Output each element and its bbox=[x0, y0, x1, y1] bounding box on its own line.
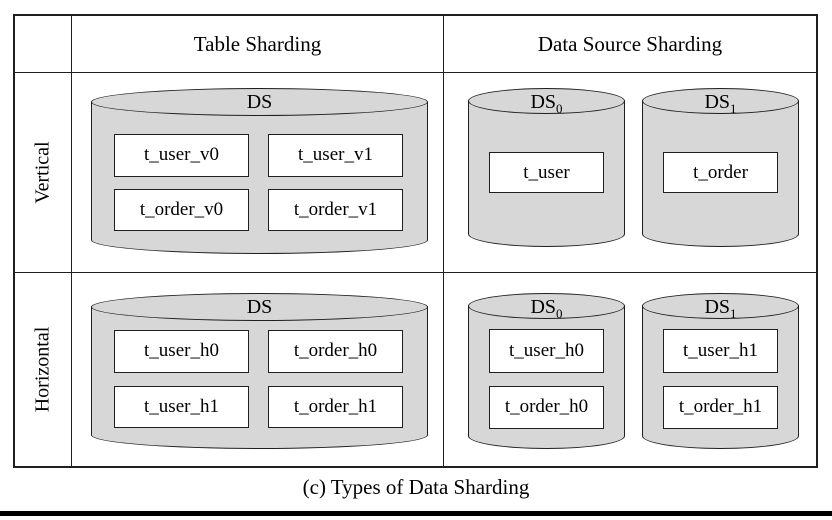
table-box: t_user_v1 bbox=[268, 134, 403, 177]
table-box: t_order bbox=[663, 152, 778, 193]
table-box: t_user bbox=[489, 152, 604, 193]
cell-vertical-data-source-sharding: DS0 t_user DS1 t_order bbox=[444, 73, 816, 273]
table-box-grid: t_order bbox=[663, 152, 778, 193]
row-header-label: Vertical bbox=[31, 141, 54, 204]
row-header-label: Horizontal bbox=[31, 326, 54, 413]
cell-horizontal-data-source-sharding: DS0 t_user_h0 t_order_h0 DS1 t_user_h1 t… bbox=[444, 273, 816, 466]
datasource-label: DS0 bbox=[530, 296, 563, 321]
ds1-database-cylinder: DS1 t_user_h1 t_order_h1 bbox=[642, 293, 799, 449]
datasource-label: DS0 bbox=[530, 91, 563, 116]
ds0-database-cylinder: DS0 t_user_h0 t_order_h0 bbox=[468, 293, 625, 449]
table-box-grid: t_user_h0 t_order_h0 t_user_h1 t_order_h… bbox=[114, 330, 403, 428]
column-header-label: Table Sharding bbox=[193, 31, 322, 56]
table-box: t_user_h0 bbox=[114, 330, 249, 373]
table-box: t_order_h1 bbox=[663, 385, 778, 429]
table-box-grid: t_user_h0 t_order_h0 bbox=[489, 329, 604, 429]
cylinder-top-ellipse bbox=[468, 88, 625, 114]
table-box: t_order_h0 bbox=[268, 330, 403, 373]
bottom-divider-bar bbox=[0, 511, 832, 516]
table-box-grid: t_user bbox=[489, 152, 604, 193]
corner-cell bbox=[15, 16, 72, 73]
ds-database-cylinder: DS t_user_h0 t_order_h0 t_user_h1 t_orde… bbox=[91, 293, 428, 449]
sharding-types-table: Table Sharding Data Source Sharding Vert… bbox=[13, 14, 818, 468]
table-box: t_user_h0 bbox=[489, 329, 604, 373]
cylinder-top-ellipse bbox=[642, 88, 799, 114]
cell-horizontal-table-sharding: DS t_user_h0 t_order_h0 t_user_h1 t_orde… bbox=[72, 273, 444, 466]
ds-database-cylinder: DS t_user_v0 t_user_v1 t_order_v0 t_orde… bbox=[91, 88, 428, 254]
ds0-database-cylinder: DS0 t_user bbox=[468, 88, 625, 247]
table-box-grid: t_user_v0 t_user_v1 t_order_v0 t_order_v… bbox=[114, 134, 403, 231]
datasource-label: DS1 bbox=[704, 296, 737, 321]
cylinder-top-ellipse bbox=[642, 293, 799, 319]
table-box: t_order_v0 bbox=[114, 188, 249, 231]
datasource-label: DS1 bbox=[704, 91, 737, 116]
table-box: t_user_v0 bbox=[114, 134, 249, 177]
table-box: t_order_v1 bbox=[268, 188, 403, 231]
cylinder-top-ellipse bbox=[468, 293, 625, 319]
ds1-database-cylinder: DS1 t_order bbox=[642, 88, 799, 247]
table-box: t_user_h1 bbox=[663, 329, 778, 373]
column-header-table-sharding: Table Sharding bbox=[72, 16, 444, 73]
column-header-data-source-sharding: Data Source Sharding bbox=[444, 16, 816, 73]
column-header-label: Data Source Sharding bbox=[537, 31, 723, 56]
figure-caption: (c) Types of Data Sharding bbox=[302, 475, 530, 499]
datasource-label: DS bbox=[246, 91, 273, 113]
cylinder-top-ellipse bbox=[91, 88, 428, 116]
table-box: t_user_h1 bbox=[114, 385, 249, 428]
row-header-horizontal: Horizontal bbox=[15, 273, 72, 466]
datasource-label: DS bbox=[246, 296, 273, 318]
table-box: t_order_h0 bbox=[489, 385, 604, 429]
cylinder-top-ellipse bbox=[91, 293, 428, 321]
row-header-vertical: Vertical bbox=[15, 73, 72, 273]
cell-vertical-table-sharding: DS t_user_v0 t_user_v1 t_order_v0 t_orde… bbox=[72, 73, 444, 273]
table-box-grid: t_user_h1 t_order_h1 bbox=[663, 329, 778, 429]
table-box: t_order_h1 bbox=[268, 385, 403, 428]
